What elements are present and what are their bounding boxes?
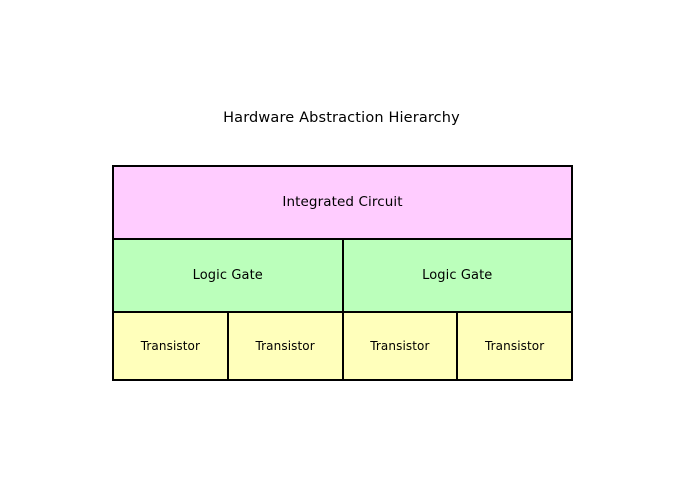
cell-transistor-3[interactable]: Transistor (456, 313, 571, 379)
cell-label: Transistor (140, 339, 201, 353)
cell-logic-gate-1[interactable]: Logic Gate (341, 240, 571, 311)
cell-label: Logic Gate (192, 268, 263, 283)
page-title: Hardware Abstraction Hierarchy (223, 110, 460, 126)
cell-label: Logic Gate (422, 268, 493, 283)
cell-label: Transistor (484, 339, 545, 353)
cell-integrated-circuit-0[interactable]: Integrated Circuit (114, 167, 571, 238)
cell-label: Transistor (255, 339, 315, 353)
cell-label: Transistor (370, 339, 430, 353)
cell-transistor-0[interactable]: Transistor (114, 313, 227, 379)
hierarchy-row-logic-gate: Logic Gate Logic Gate (114, 238, 571, 311)
hierarchy-row-transistor: Transistor Transistor Transistor Transis… (114, 311, 571, 379)
cell-label: Integrated Circuit (282, 193, 403, 210)
hierarchy-diagram: Integrated Circuit Logic Gate Logic Gate… (112, 165, 573, 381)
hierarchy-row-integrated-circuit: Integrated Circuit (114, 167, 571, 238)
cell-logic-gate-0[interactable]: Logic Gate (114, 240, 342, 311)
cell-transistor-2[interactable]: Transistor (341, 313, 457, 379)
cell-transistor-1[interactable]: Transistor (226, 313, 342, 379)
